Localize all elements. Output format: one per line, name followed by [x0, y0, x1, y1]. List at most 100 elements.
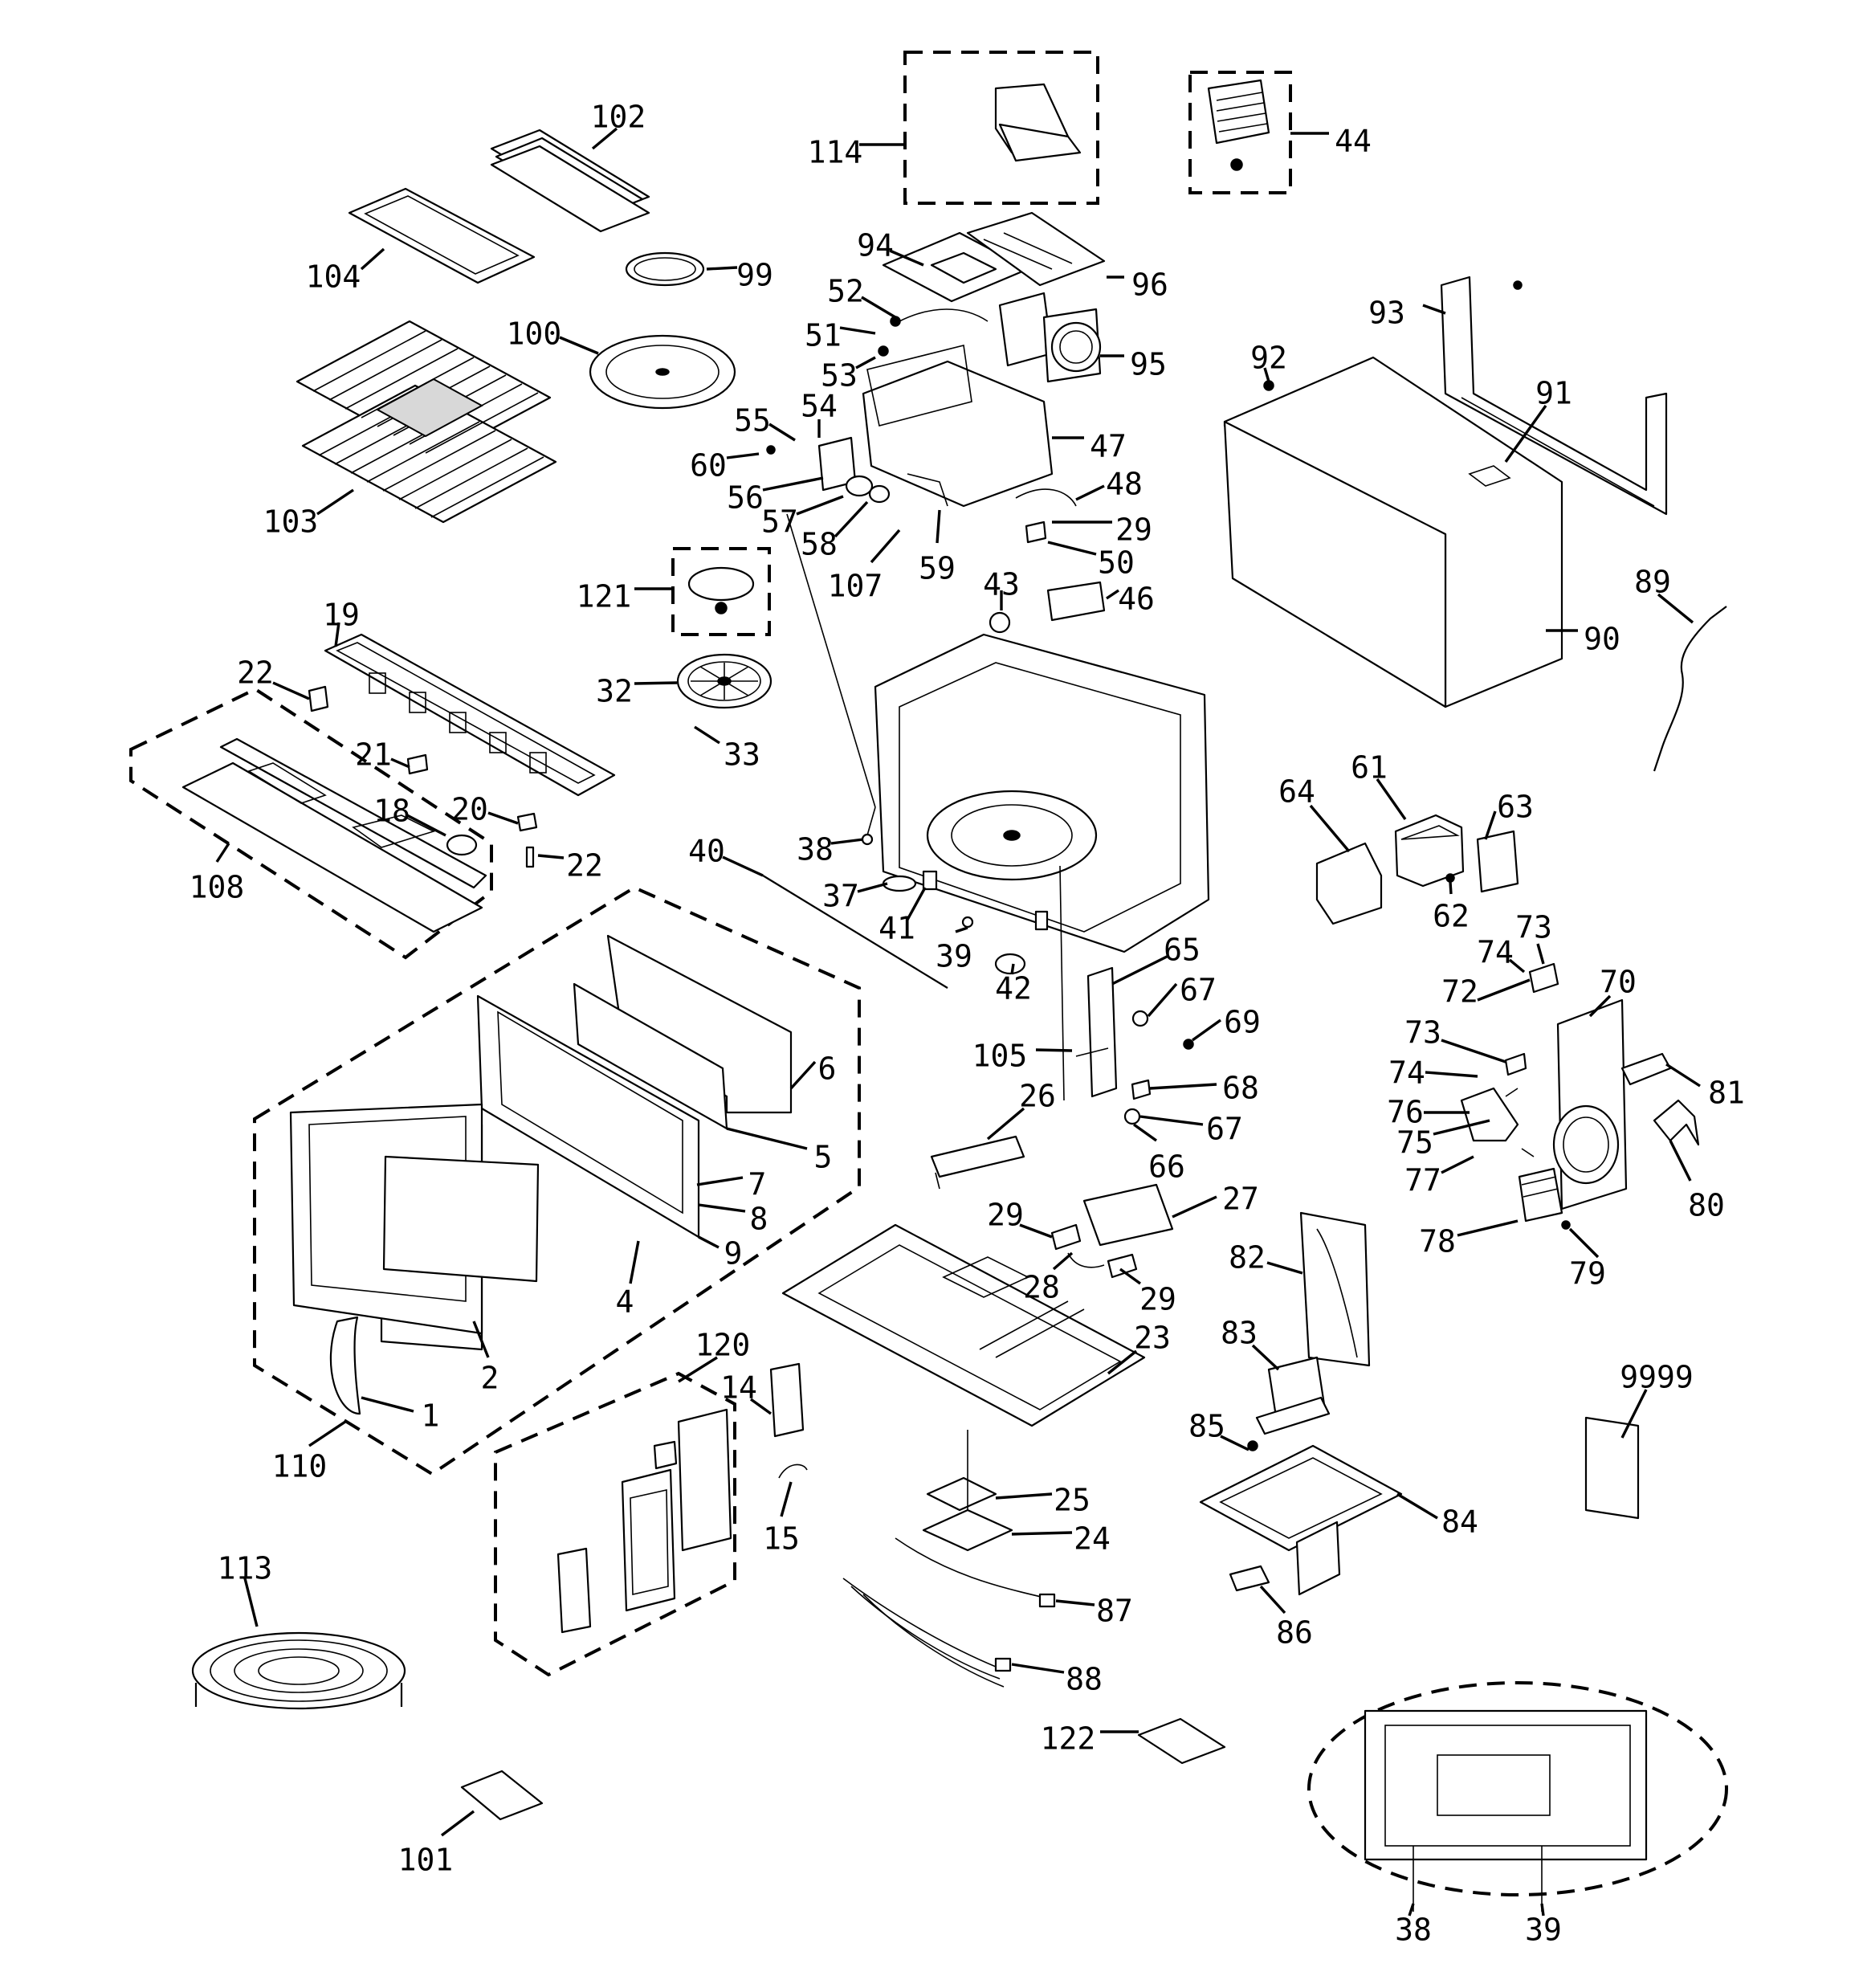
callout-c50: 50 [1098, 545, 1135, 581]
mounting-plate-93 [1440, 276, 1668, 516]
callout-c107: 107 [828, 569, 883, 604]
oven-racks-103 [296, 320, 557, 524]
callout-c26: 26 [1019, 1079, 1056, 1114]
callout-c38b: 38 [1395, 1912, 1432, 1948]
group-110-box [253, 885, 861, 1476]
callout-c62: 62 [1433, 899, 1470, 934]
callout-c60: 60 [690, 448, 727, 484]
callout-c67a: 67 [1180, 973, 1217, 1008]
callout-c48: 48 [1106, 467, 1143, 502]
callout-c102: 102 [591, 100, 646, 135]
callout-c19: 19 [323, 598, 360, 633]
callout-c65: 65 [1164, 933, 1201, 968]
callout-c18: 18 [373, 794, 410, 829]
group-outlines [129, 51, 1728, 1896]
callout-c53: 53 [821, 358, 858, 394]
callout-c75: 75 [1396, 1125, 1433, 1161]
callout-c72: 72 [1441, 974, 1478, 1010]
callout-c74a: 74 [1477, 935, 1514, 970]
fan-motor-assembly [1460, 962, 1700, 1230]
callout-c92: 92 [1250, 341, 1287, 376]
cavity-small-parts [861, 833, 1049, 975]
callout-c77: 77 [1404, 1163, 1441, 1198]
manual-9999 [1584, 1416, 1640, 1520]
callout-c6: 6 [818, 1051, 837, 1087]
seal-strip-40 [762, 875, 948, 989]
callout-c94: 94 [857, 228, 894, 263]
callout-c59: 59 [919, 551, 956, 586]
latch-assembly [1059, 865, 1194, 1125]
group-108-box [129, 687, 493, 960]
stirrer-fan-32 [676, 653, 773, 709]
callout-c105: 105 [972, 1039, 1028, 1074]
callout-c29a: 29 [1115, 512, 1152, 548]
callout-c1: 1 [422, 1398, 440, 1434]
callout-c95: 95 [1130, 347, 1167, 382]
callout-c99: 99 [736, 258, 773, 293]
charcoal-filter-102 [490, 129, 650, 233]
callout-c57: 57 [761, 504, 798, 540]
callout-c80: 80 [1688, 1188, 1725, 1223]
callout-c83: 83 [1221, 1316, 1258, 1351]
callout-c120: 120 [695, 1328, 751, 1363]
callout-c88: 88 [1066, 1662, 1103, 1697]
blower-parts-94-96 [882, 211, 1106, 303]
callout-c90: 90 [1584, 622, 1620, 657]
callout-c41: 41 [879, 911, 915, 946]
callout-c63: 63 [1497, 790, 1534, 825]
callout-c40: 40 [688, 834, 725, 869]
callout-c52: 52 [827, 274, 864, 309]
callout-c29c: 29 [1139, 1282, 1176, 1317]
callout-c96: 96 [1131, 267, 1168, 303]
callout-c33: 33 [724, 737, 760, 773]
callout-c54: 54 [801, 389, 838, 424]
callout-c51: 51 [805, 318, 842, 353]
group-121-box [671, 547, 771, 636]
callout-c114: 114 [808, 135, 863, 170]
callout-c28: 28 [1023, 1270, 1060, 1305]
callout-c46: 46 [1118, 582, 1155, 617]
air-duct-82 [1299, 1211, 1371, 1367]
callout-c110: 110 [272, 1449, 328, 1484]
callout-c22b: 22 [566, 848, 603, 884]
callout-c21: 21 [355, 737, 392, 773]
callout-c86: 86 [1276, 1615, 1313, 1651]
outer-case-90 [1223, 356, 1563, 708]
callout-c2: 2 [481, 1361, 499, 1396]
door-assembly-110 [289, 934, 793, 1415]
roller-ring-99 [625, 251, 705, 287]
magnetron-61 [1315, 814, 1519, 925]
callout-c20: 20 [451, 792, 488, 827]
control-board-120 [556, 1362, 808, 1634]
callout-c87: 87 [1096, 1594, 1133, 1629]
vent-bracket-114 [994, 83, 1082, 162]
callout-c101: 101 [398, 1843, 454, 1878]
callout-c29b: 29 [987, 1198, 1024, 1233]
control-frame-19 [324, 633, 616, 797]
damper-grille-44 [1207, 79, 1270, 171]
callout-c79: 79 [1569, 1256, 1606, 1292]
turntable-tray-100 [589, 334, 736, 410]
callout-c76: 76 [1387, 1095, 1424, 1130]
control-panel-108 [181, 737, 487, 933]
callout-c42: 42 [995, 971, 1032, 1006]
callout-c47: 47 [1090, 429, 1127, 464]
callout-c74b: 74 [1388, 1055, 1425, 1091]
callout-c100: 100 [507, 316, 562, 352]
callout-c85: 85 [1188, 1409, 1225, 1444]
lamp-cover-24-25 [922, 1430, 1013, 1552]
callout-c32: 32 [596, 674, 633, 709]
callout-c82: 82 [1229, 1240, 1266, 1276]
callout-c67b: 67 [1206, 1112, 1243, 1147]
group-114-box [903, 51, 1099, 205]
callout-c104: 104 [306, 259, 361, 295]
control-bracket-assembly [766, 308, 1077, 544]
callout-c56: 56 [727, 480, 764, 516]
callout-c64: 64 [1278, 774, 1315, 810]
callout-c43: 43 [983, 567, 1020, 602]
group-44-box [1188, 71, 1292, 194]
power-cord-89 [1653, 606, 1727, 772]
leader-lines [215, 127, 1701, 1917]
callout-c25: 25 [1054, 1483, 1090, 1518]
